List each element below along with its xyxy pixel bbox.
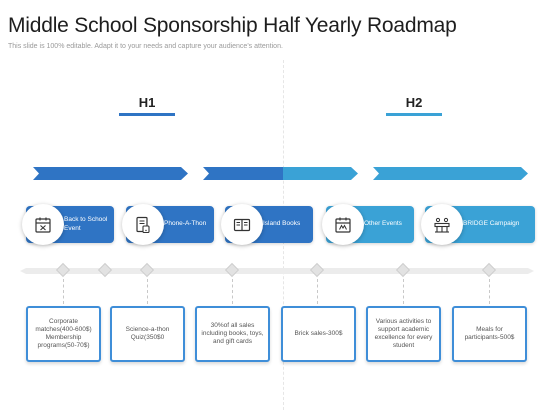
page-title: Middle School Sponsorship Half Yearly Ro… <box>8 14 457 37</box>
bridge-campaign-icon <box>421 204 463 245</box>
timeline-marker <box>224 262 240 278</box>
roadmap-arrow-1 <box>33 167 188 180</box>
roadmap-arrow-2 <box>203 167 358 180</box>
milestone-card-back-to-school: Back to School Event <box>22 204 114 245</box>
half-bar-h2 <box>386 113 442 116</box>
milestone-label: Other Events <box>364 220 402 228</box>
milestone-label: Island Books <box>263 220 301 228</box>
page-subtitle: This slide is 100% editable. Adapt it to… <box>8 43 283 50</box>
timeline-marker <box>97 262 113 278</box>
detail-box-6: Meals for participants-500$ <box>452 306 527 362</box>
connector-line <box>232 279 233 304</box>
roadmap-arrow-3 <box>373 167 528 180</box>
timeline-marker <box>55 262 71 278</box>
connector-line <box>147 279 148 304</box>
detail-box-5: Various activities to support academic e… <box>366 306 441 362</box>
books-icon <box>221 204 263 245</box>
half-bar-h1 <box>119 113 175 116</box>
half-label-h1: H1 <box>138 95 156 110</box>
detail-box-1: Corporate matches(400-600$) Membership p… <box>26 306 101 362</box>
detail-box-2: Science-a-thon Quiz(350$0 <box>110 306 185 362</box>
timeline-marker <box>139 262 155 278</box>
timeline-marker <box>395 262 411 278</box>
milestone-card-phone-a-thon: Phone-A-Thon <box>122 204 214 245</box>
milestone-card-bridge-campaign: BRIDGE Campaign <box>421 204 535 245</box>
detail-box-4: Brick sales-300$ <box>281 306 356 362</box>
detail-box-3: 30%of all sales including books, toys, a… <box>195 306 270 362</box>
milestone-card-other-events: Other Events <box>322 204 414 245</box>
calendar-icon <box>22 204 64 245</box>
milestone-label: BRIDGE Campaign <box>463 220 520 228</box>
timeline-marker <box>309 262 325 278</box>
milestone-label: Back to School Event <box>64 216 108 232</box>
connector-line <box>63 279 64 304</box>
timeline-marker <box>481 262 497 278</box>
milestone-card-island-books: Island Books <box>221 204 313 245</box>
phone-document-icon <box>122 204 164 245</box>
event-calendar-icon <box>322 204 364 245</box>
connector-line <box>317 279 318 304</box>
connector-line <box>489 279 490 304</box>
half-label-h2: H2 <box>405 95 423 110</box>
milestone-label: Phone-A-Thon <box>164 220 207 228</box>
connector-line <box>403 279 404 304</box>
